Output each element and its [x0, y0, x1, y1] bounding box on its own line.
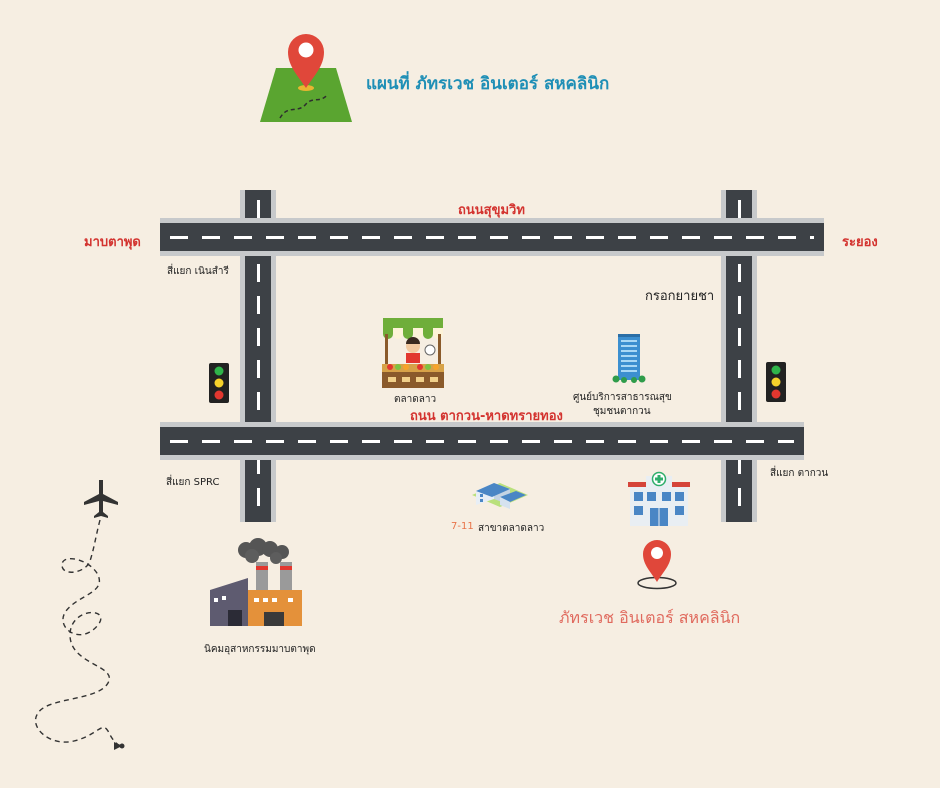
flight-path: [35, 519, 125, 750]
place-market-label: ตลาดลาว: [394, 394, 437, 405]
road-label-sukhumvit: ถนนสุขุมวิท: [458, 203, 525, 218]
traffic-light-icon: [209, 363, 229, 403]
clinic-label: ภัทรเวช อินเตอร์ สหคลินิก: [559, 608, 741, 627]
road-sukhumvit: [160, 218, 824, 256]
place-krok-yai-cha: กรอกยายชา: [645, 289, 715, 304]
page-title: แผนที่ ภัทรเวช อินเตอร์ สหคลินิก: [366, 74, 610, 94]
airplane-icon: [84, 480, 118, 518]
intersection-takuan: สี่แยก ตากวน: [770, 468, 829, 479]
traffic-light-icon: [766, 362, 786, 402]
intersection-sprc: สี่แยก SPRC: [166, 477, 220, 488]
map-pin-icon: [260, 34, 352, 122]
place-health-center-line1: ศูนย์บริการสาธารณสุข: [573, 392, 672, 403]
intersection-noen-samri: สี่แยก เนินสำรี: [167, 266, 229, 277]
market-stall-icon: [382, 318, 444, 388]
office-building-icon: [612, 334, 646, 383]
store-brand-label: 7-11: [451, 521, 474, 532]
place-health-center-line2: ชุมชนตากวน: [593, 406, 651, 417]
store-building-icon: [472, 483, 528, 509]
place-industrial-label: นิคมอุสาหกรรมมาบตาพุด: [204, 644, 316, 655]
hospital-building-icon: [628, 471, 690, 526]
factory-icon: [210, 538, 302, 626]
road-takuan: [160, 422, 804, 460]
direction-rayong: ระยอง: [842, 235, 878, 250]
direction-map-ta-phut: มาบตาพุด: [84, 235, 141, 250]
road-label-takuan: ถนน ตากวน-หาดทรายทอง: [410, 409, 563, 424]
store-branch-label: สาขาตลาดลาว: [478, 523, 545, 534]
location-pin-icon: [637, 540, 677, 590]
